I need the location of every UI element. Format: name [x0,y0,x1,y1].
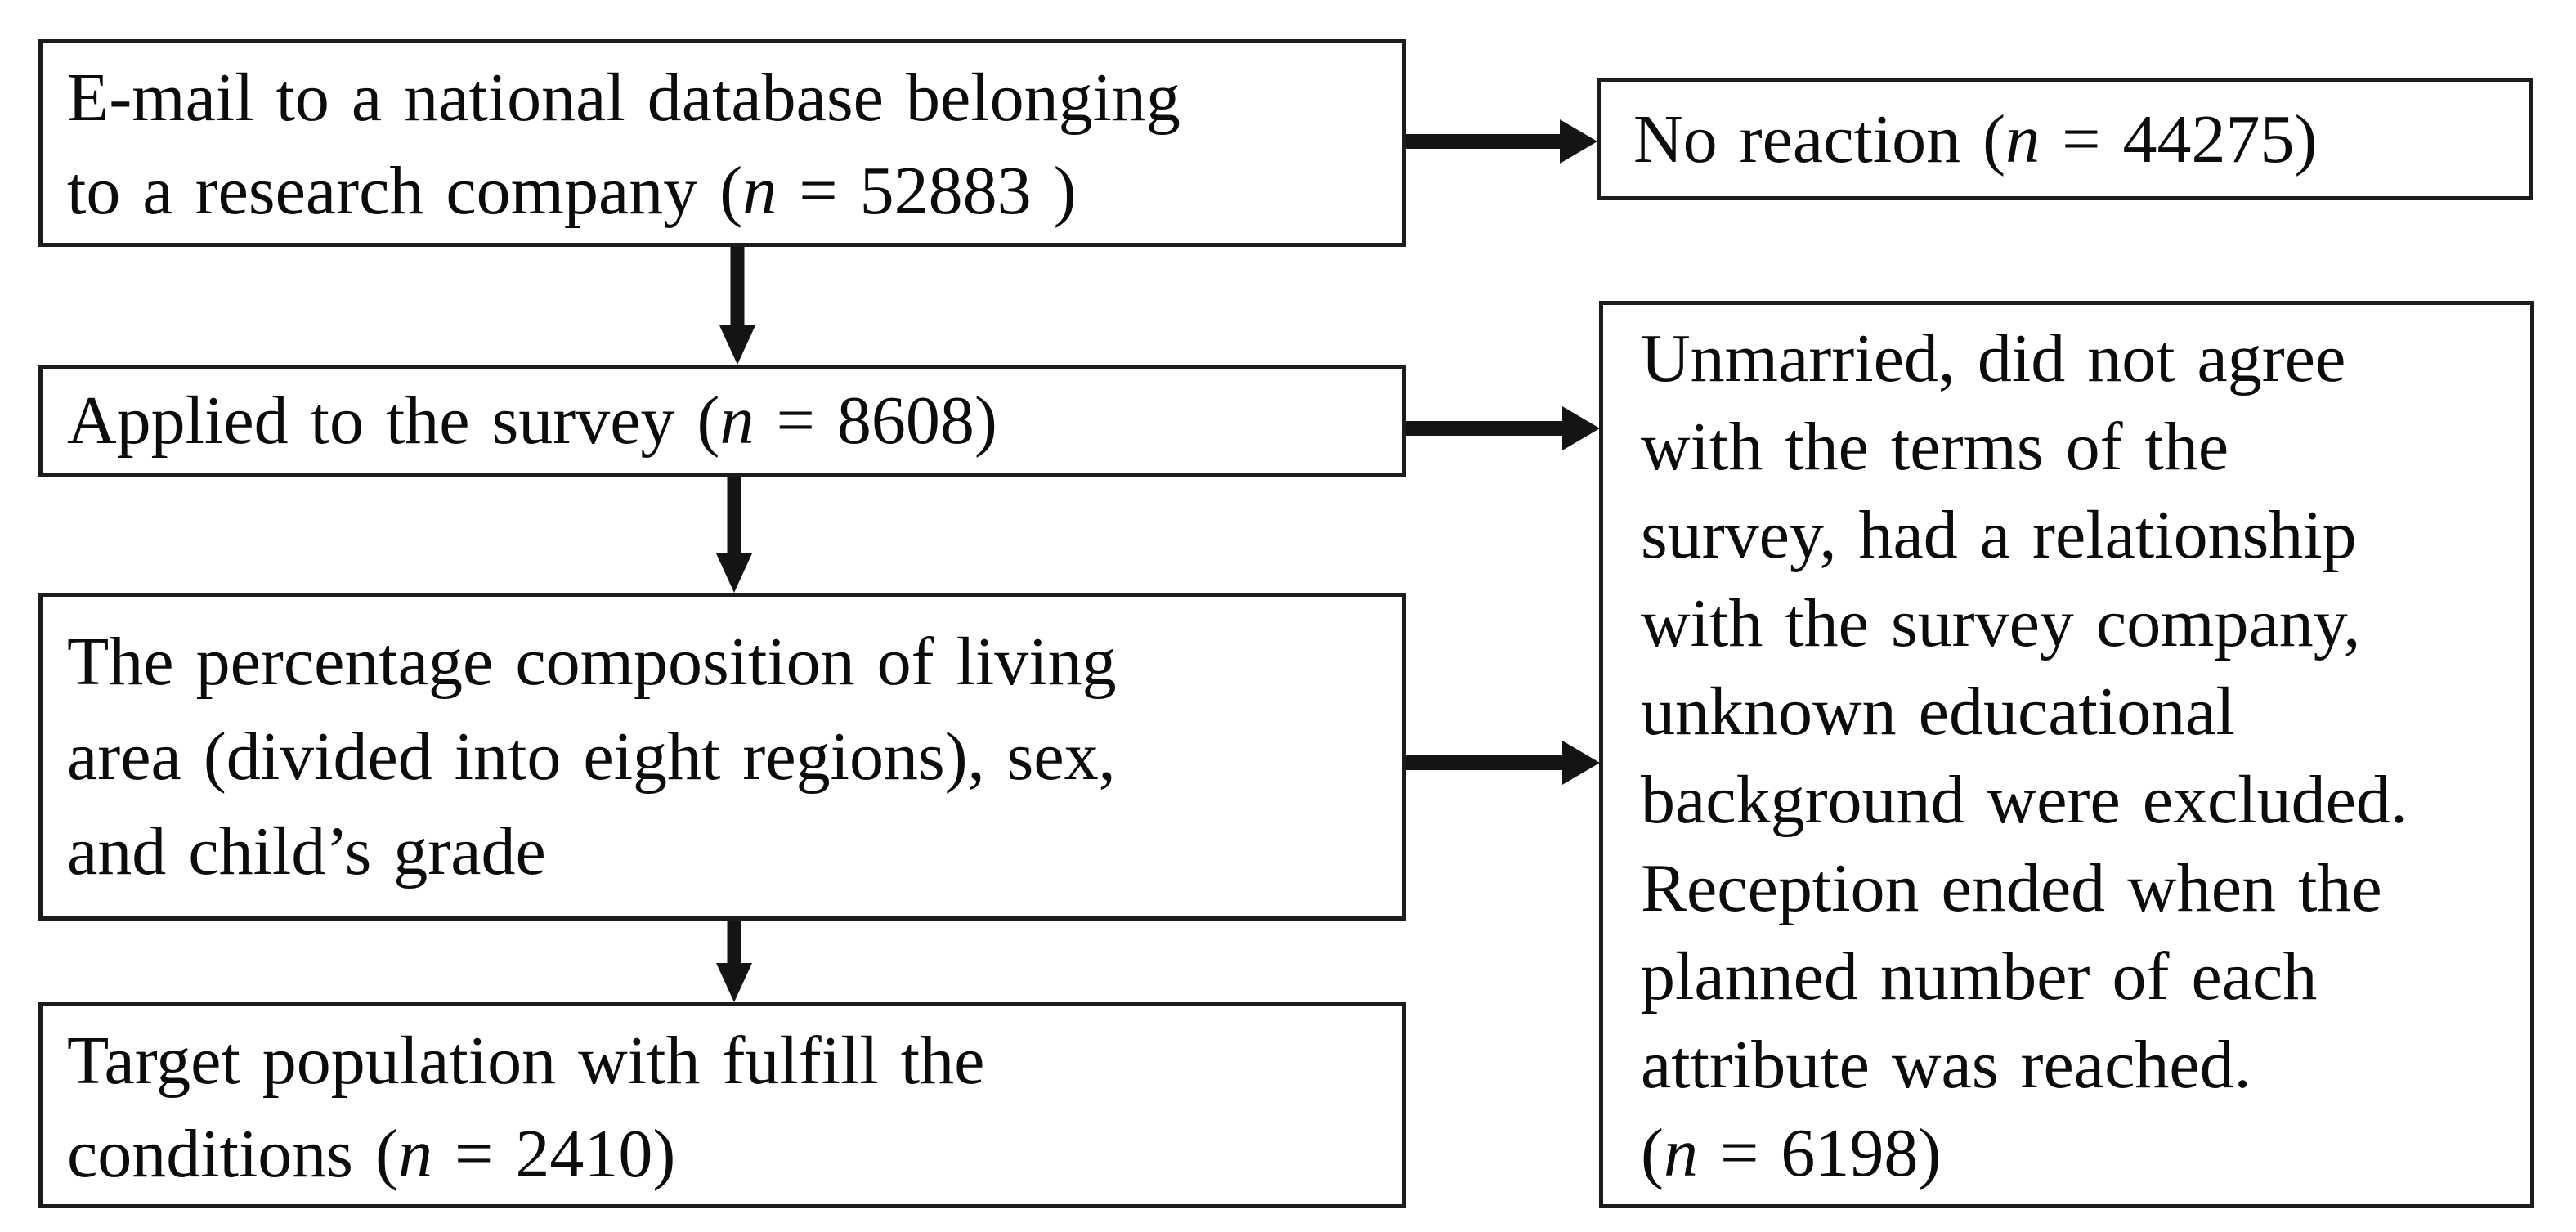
text-segment: = 44275) [2040,101,2318,177]
box-text-line: attribute was reached. [1641,1027,2251,1103]
n-variable: n [742,153,777,229]
arrow-down-icon [716,921,752,1002]
box-sampling-criteria: The percentage composition of living are… [38,593,1406,921]
box-text-line: (n = 6198) [1641,1109,2498,1198]
box-text-line: and child’s grade [67,813,546,889]
text-segment: = 8608) [754,383,997,459]
box-text-line: unknown educational [1641,674,2235,750]
arrow-right-icon [1406,406,1600,450]
text-segment: ( [1641,1115,1664,1191]
arrow-down-icon [719,247,755,365]
box-excluded-participants: Unmarried, did not agree with the terms … [1599,301,2534,1208]
text-segment: conditions ( [67,1116,398,1192]
text-segment: No reaction ( [1633,101,2006,177]
box-text-line: Reception ended when the [1641,850,2382,926]
n-variable: n [1663,1115,1698,1191]
n-variable: n [397,1116,432,1192]
box-no-reaction: No reaction (n = 44275) [1597,78,2533,200]
text-segment: Applied to the survey ( [67,383,720,459]
box-text-line: planned number of each [1641,939,2318,1015]
box-text-line: The percentage composition of living [67,624,1117,700]
text-segment: = 52883 ) [777,153,1077,229]
box-text-line: to a research company (n = 52883 ) [67,145,1378,238]
text-segment: to a research company ( [67,153,743,229]
arrow-right-icon [1406,741,1600,785]
box-text-line: Applied to the survey (n = 8608) [67,381,997,460]
text-segment: = 2410) [432,1116,676,1192]
arrow-down-icon [716,477,752,593]
box-text-line: survey, had a relationship [1641,497,2357,573]
box-text-line: with the survey company, [1641,585,2361,661]
box-text-line: No reaction (n = 44275) [1633,100,2318,179]
n-variable: n [719,383,755,459]
box-text-line: with the terms of the [1641,409,2229,485]
box-email-invitation: E-mail to a national database belonging … [38,39,1406,247]
box-applied-survey: Applied to the survey (n = 8608) [38,365,1406,477]
arrow-right-icon [1406,119,1597,164]
box-text-line: E-mail to a national database belonging [67,60,1180,136]
box-text-line: Target population with fulfill the [67,1023,985,1099]
box-target-population: Target population with fulfill the condi… [38,1002,1406,1208]
box-text-line: area (divided into eight regions), sex, [67,719,1116,795]
box-text-line: Unmarried, did not agree [1641,320,2346,396]
text-segment: = 6198) [1697,1115,1942,1191]
box-text-line: background were excluded. [1641,762,2408,838]
box-text-line: conditions (n = 2410) [67,1108,1378,1201]
n-variable: n [2005,101,2041,177]
